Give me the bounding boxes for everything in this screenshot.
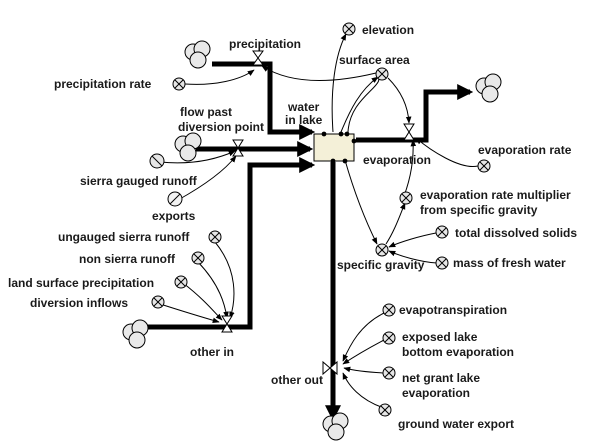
link-exports-to-flow-past xyxy=(177,155,237,201)
link-sierra-to-flow-past xyxy=(159,150,236,164)
link-surface-area-to-precipitation xyxy=(261,65,377,82)
converter-ground-water-export[interactable] xyxy=(378,403,392,417)
label-exposed-lake-line1: exposed lake xyxy=(402,330,478,344)
link-mass-to-sg xyxy=(388,250,438,264)
converter-total-dissolved-solids[interactable] xyxy=(435,225,449,239)
label-evapotranspiration: evapotranspiration xyxy=(399,303,507,317)
label-other-in: other in xyxy=(190,345,234,359)
label-stock-line1: water xyxy=(287,100,320,114)
valve-precipitation[interactable] xyxy=(252,50,264,66)
cloud-icon-other-in-source xyxy=(122,319,149,349)
label-elevation: elevation xyxy=(362,23,414,37)
link-surface-area-to-evaporation xyxy=(387,77,412,124)
label-diversion-inflows: diversion inflows xyxy=(30,296,128,310)
label-ungauged-sierra-runoff: ungauged sierra runoff xyxy=(58,230,190,244)
label-evaporation: evaporation xyxy=(363,153,431,167)
label-multiplier-line1: evaporation rate multiplier xyxy=(420,188,571,202)
label-specific-gravity: specific gravity xyxy=(337,258,425,272)
link-lake-to-specific-gravity xyxy=(344,159,378,245)
link-lake-to-surface-area xyxy=(340,76,379,133)
label-surface-area: surface area xyxy=(339,53,410,67)
cloud-icon-other-out-sink xyxy=(322,412,349,441)
converter-ungauged-sierra-runoff[interactable] xyxy=(208,230,222,244)
label-exposed-lake-line2: bottom evaporation xyxy=(402,345,514,359)
link-diversion-to-other-in xyxy=(156,302,220,323)
label-multiplier-line2: from specific gravity xyxy=(420,203,538,217)
converter-surface-area[interactable] xyxy=(375,67,389,81)
link-gw-to-other-out xyxy=(342,372,385,409)
cloud-icon-flow-past-source xyxy=(174,132,202,162)
label-exports: exports xyxy=(152,209,196,223)
link-sg-to-multiplier xyxy=(385,202,406,245)
label-non-sierra-runoff: non sierra runoff xyxy=(79,252,176,266)
converter-specific-gravity[interactable] xyxy=(375,243,389,257)
cloud-icon-evaporation-sink xyxy=(475,73,502,103)
flow-pipe-evaporation xyxy=(356,83,474,143)
link-netgrant-to-other-out xyxy=(343,366,385,374)
link-et-to-other-out xyxy=(342,312,385,362)
label-precipitation: precipitation xyxy=(229,37,301,51)
link-land-to-other-in xyxy=(182,282,223,321)
label-total-dissolved-solids: total dissolved solids xyxy=(455,226,577,240)
link-nonsierra-to-other-in xyxy=(197,261,229,319)
labels: precipitation precipitation rate elevati… xyxy=(8,23,577,431)
link-lake-to-elevation xyxy=(331,33,347,133)
valve-other-out[interactable] xyxy=(322,360,338,376)
flow-pipe-precipitation xyxy=(212,61,316,141)
converter-exports[interactable] xyxy=(167,191,183,207)
label-other-out: other out xyxy=(271,373,323,387)
label-net-grant-lake-line2: evaporation xyxy=(402,386,470,400)
converter-diversion-inflows[interactable] xyxy=(151,295,165,309)
converter-mass-of-fresh-water[interactable] xyxy=(435,256,449,270)
links xyxy=(156,33,479,409)
label-ground-water-export: ground water export xyxy=(398,417,514,431)
converter-precipitation-rate[interactable] xyxy=(172,77,186,91)
valve-evaporation[interactable] xyxy=(403,123,415,141)
link-exposed-to-other-out xyxy=(342,339,385,365)
label-flow-past-line1: flow past xyxy=(180,105,232,119)
converter-net-grant-lake-evaporation[interactable] xyxy=(382,366,396,380)
cloud-icon-precipitation-source xyxy=(184,40,211,69)
flows xyxy=(145,61,474,422)
label-mass-of-fresh-water: mass of fresh water xyxy=(453,256,566,270)
converter-sierra-gauged-runoff[interactable] xyxy=(149,153,165,169)
link-multiplier-to-evaporation xyxy=(403,139,417,197)
link-lake-to-surface-area-upper xyxy=(347,73,380,133)
converter-evapotranspiration[interactable] xyxy=(382,303,396,317)
link-tds-to-sg xyxy=(388,232,437,248)
converter-evaporation-rate[interactable] xyxy=(477,159,491,173)
label-evaporation-rate: evaporation rate xyxy=(478,143,572,157)
converter-non-sierra-runoff[interactable] xyxy=(191,251,205,265)
flow-pipe-other-in xyxy=(145,156,316,330)
label-land-surface-precipitation: land surface precipitation xyxy=(8,276,154,290)
label-stock-line2: in lake xyxy=(285,113,323,127)
link-precip-rate-to-precipitation xyxy=(184,69,255,85)
stock-water-in-lake[interactable] xyxy=(313,131,357,164)
converter-elevation[interactable] xyxy=(342,22,356,36)
converter-land-surface-precipitation[interactable] xyxy=(174,275,188,289)
converter-evap-rate-multiplier[interactable] xyxy=(399,191,413,205)
link-ungauged-to-other-in xyxy=(214,241,235,319)
label-precipitation-rate: precipitation rate xyxy=(54,77,152,91)
label-sierra-gauged-runoff: sierra gauged runoff xyxy=(80,174,198,188)
label-net-grant-lake-line1: net grant lake xyxy=(402,371,480,385)
label-flow-past-line2: diversion point xyxy=(178,120,264,134)
converter-exposed-lake-bottom-evaporation[interactable] xyxy=(382,331,396,345)
valve-other-in[interactable] xyxy=(221,315,233,333)
valve-flow-past-diversion[interactable] xyxy=(232,139,244,157)
